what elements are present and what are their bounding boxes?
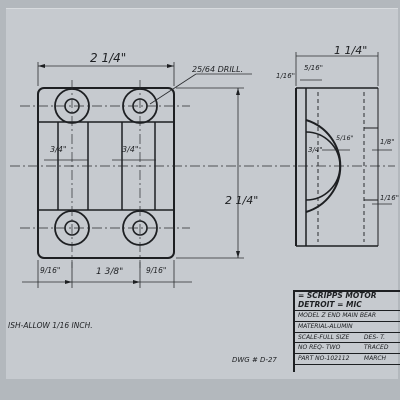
- title-des: DES- T.: [363, 333, 386, 341]
- label-bottom-mid: 1 3/8": [96, 267, 123, 277]
- label-inner-right: 3/4": [122, 145, 139, 154]
- drill-leader: [149, 73, 252, 105]
- title-part-row: PART NO-102112 MARCH: [295, 354, 400, 365]
- company-line-2: DETROIT = MIC: [298, 299, 362, 309]
- label-bottom-left: 9/16": [40, 266, 60, 275]
- company-line-1: = SCRIPPS MOTOR: [298, 292, 377, 300]
- title-scale: SCALE-FULL SIZE: [298, 333, 350, 341]
- title-company: = SCRIPPS MOTOR DETROIT = MIC: [295, 292, 400, 311]
- label-side-left: 1/16": [276, 72, 295, 80]
- label-side-inner-b: 5/16": [336, 134, 354, 142]
- dim-height: [176, 87, 244, 259]
- finish-note: ISH-ALLOW 1/16 INCH.: [8, 321, 93, 330]
- label-side-width: 1 1/4": [334, 44, 367, 57]
- dim-side: [295, 52, 392, 205]
- dim-bottom: [22, 260, 192, 288]
- label-side-right-top: 1/8": [380, 138, 395, 146]
- title-part-no: PART NO-102112: [298, 355, 350, 363]
- title-block: = SCRIPPS MOTOR DETROIT = MIC MODEL Z EN…: [293, 290, 400, 372]
- label-inner-left: 3/4": [50, 145, 67, 154]
- front-view: [10, 80, 395, 268]
- label-side-inner-a: 3/4": [308, 146, 323, 154]
- drawing-number: DWG # D-27: [232, 356, 277, 364]
- title-date: MARCH: [363, 355, 387, 363]
- label-drill: 25/64 DRILL.: [192, 65, 243, 74]
- title-traced: TRACED: [363, 344, 389, 352]
- label-height: 2 1/4": [225, 194, 258, 207]
- label-side-right-bottom: 1/16": [380, 194, 399, 202]
- title-model: MODEL Z END MAIN BEAR: [295, 311, 400, 322]
- label-bottom-right: 9/16": [146, 266, 166, 275]
- side-view: [295, 87, 379, 247]
- front-outline: [37, 87, 175, 259]
- label-front-width: 2 1/4": [90, 51, 126, 65]
- dim-front-width: [37, 62, 175, 86]
- label-side-top: 5/16": [304, 64, 323, 72]
- title-material: MATERIAL-ALUMIN: [295, 322, 400, 333]
- title-no-req: NO REQ- TWO: [298, 344, 341, 352]
- title-req-row: NO REQ- TWO TRACED: [295, 343, 400, 355]
- title-scale-row: SCALE-FULL SIZE DES- T.: [295, 333, 400, 344]
